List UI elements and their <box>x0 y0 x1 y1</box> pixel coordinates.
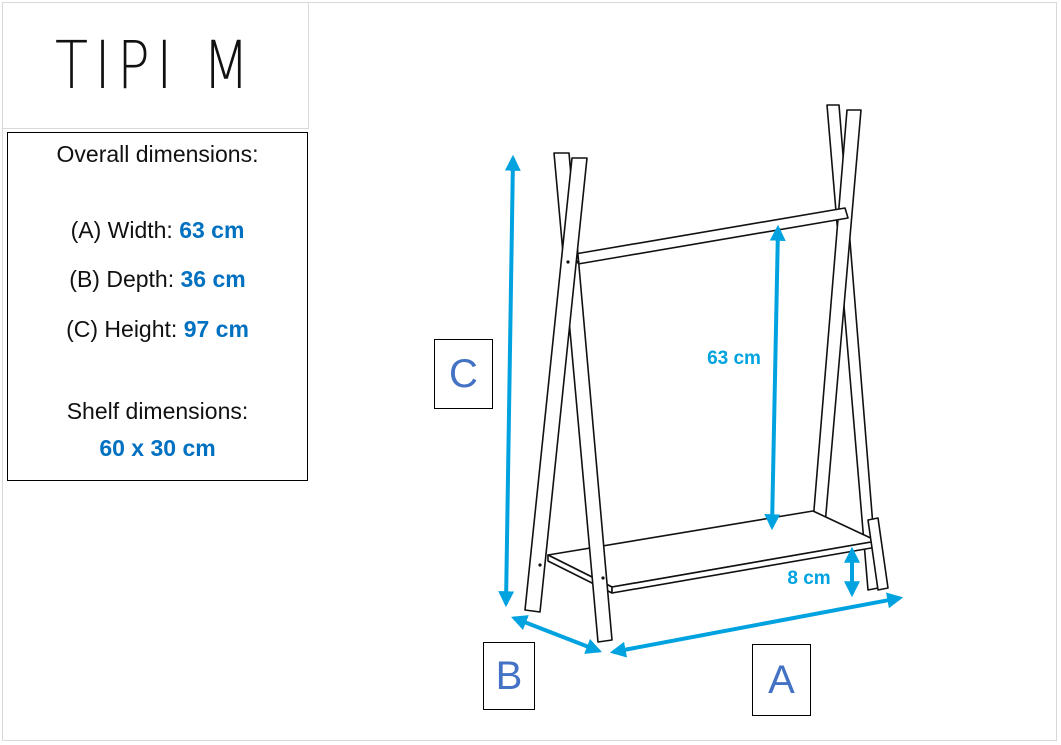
depth-row: (B) Depth: 36 cm <box>8 266 307 293</box>
dimensions-box: Overall dimensions: (A) Width: 63 cm (B)… <box>7 132 308 481</box>
depth-arrow <box>511 615 602 654</box>
rail-height-arrow <box>764 224 786 531</box>
product-title: TIPI M <box>55 27 256 104</box>
height-row: (C) Height: 97 cm <box>8 316 307 343</box>
shelf-value: 60 x 30 cm <box>99 435 216 461</box>
title-box: TIPI M <box>2 2 309 129</box>
height-letter: C <box>449 351 478 396</box>
front-left-leg-b <box>524 157 588 613</box>
depth-letter: B <box>495 653 523 698</box>
width-label: (A) Width: <box>70 217 173 243</box>
depth-value: 36 cm <box>180 266 246 292</box>
height-value: 97 cm <box>183 316 249 342</box>
top-rail <box>574 207 849 265</box>
shelf-heading: Shelf dimensions: <box>66 398 249 424</box>
width-row: (A) Width: 63 cm <box>8 217 307 244</box>
width-arrow <box>609 592 904 658</box>
shelf-height-label: 8 cm <box>787 568 830 589</box>
back-right-leg-front-part <box>867 517 889 591</box>
depth-letter-box: B <box>483 642 535 710</box>
width-value: 63 cm <box>179 217 245 243</box>
depth-label: (B) Depth: <box>69 266 175 292</box>
height-label: (C) Height: <box>66 316 178 342</box>
overall-heading: Overall dimensions: <box>56 141 259 167</box>
height-letter-box: C <box>434 339 493 409</box>
rail-height-label: 63 cm <box>707 348 761 369</box>
width-letter: A <box>768 657 795 702</box>
width-letter-box: A <box>752 644 811 716</box>
height-arrow <box>498 154 521 608</box>
